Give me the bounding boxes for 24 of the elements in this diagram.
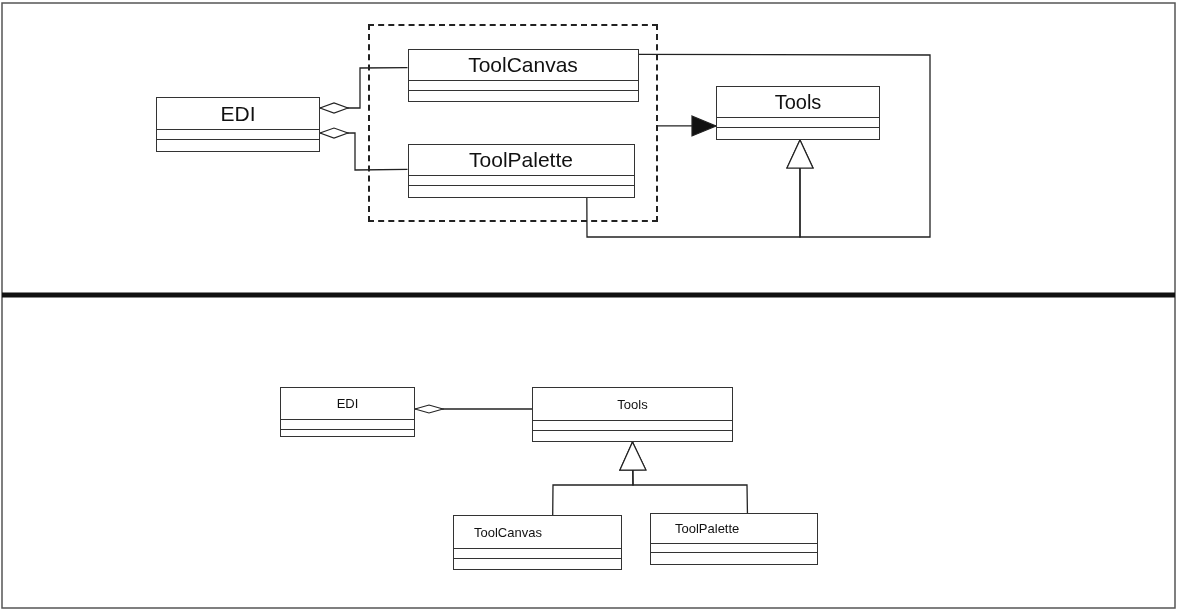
class-box [716, 86, 880, 140]
class-box [532, 387, 733, 442]
aggregation-line [319, 127, 409, 171]
class-box [156, 97, 320, 152]
class-box [407, 48, 639, 102]
class-box [650, 513, 818, 565]
arrow [619, 441, 749, 514]
class-box [280, 387, 415, 437]
package-boundary [368, 24, 658, 222]
class-name: ToolPalette [469, 147, 573, 172]
class-name: Tools [617, 396, 648, 412]
class-name: Tools [774, 90, 822, 114]
arrow [637, 53, 931, 238]
aggregation-line [319, 66, 409, 114]
class-name: ToolPalette [675, 521, 740, 536]
class-box [407, 143, 635, 198]
class-name: EDI [220, 101, 256, 126]
class-box [453, 515, 622, 570]
arrow [586, 139, 814, 238]
arrow [657, 115, 717, 137]
class-name: EDI [336, 396, 359, 411]
aggregation-line [414, 404, 533, 414]
class-name: ToolCanvas [474, 524, 542, 540]
class-name: ToolCanvas [468, 52, 578, 77]
